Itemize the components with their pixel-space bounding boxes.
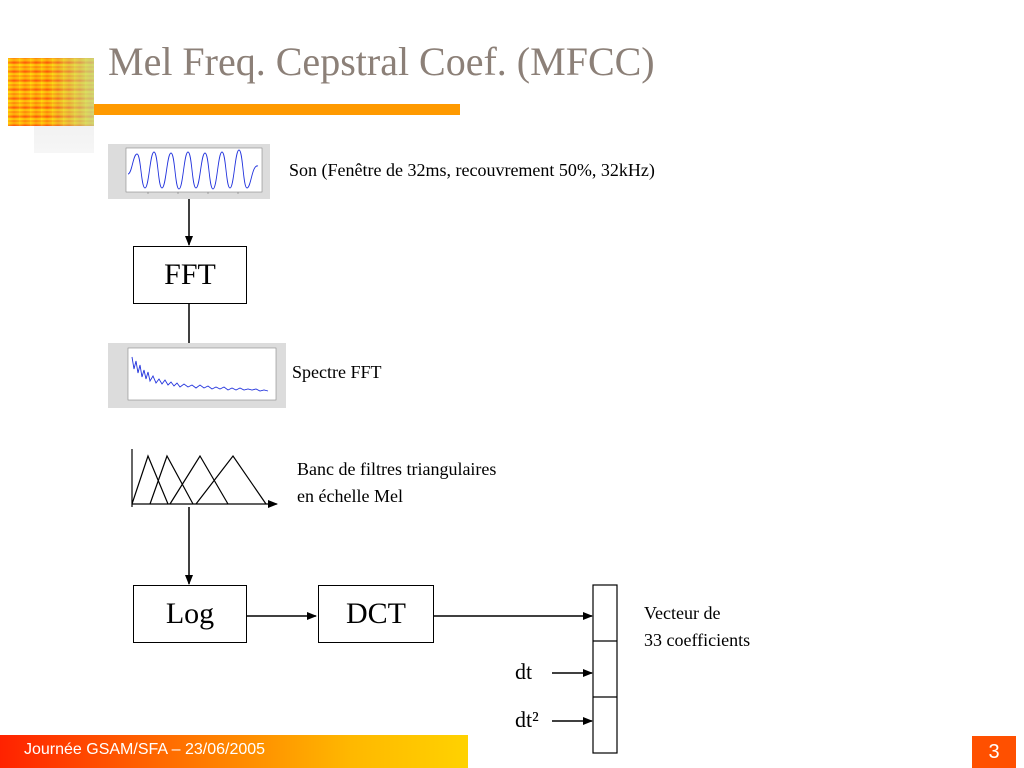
- log-box: Log: [133, 585, 247, 643]
- triangular-filter-bank: [131, 449, 278, 508]
- page-number-text: 3: [988, 740, 1000, 763]
- son-label: Son (Fenêtre de 32ms, recouvrement 50%, …: [289, 160, 655, 180]
- fft-box: FFT: [133, 246, 247, 304]
- fft-box-label: FFT: [164, 258, 216, 291]
- footer-bar: [0, 735, 468, 768]
- vector-label-line2: 33 coefficients: [644, 630, 751, 650]
- coefficient-vector: [592, 584, 618, 754]
- dct-box: DCT: [318, 585, 434, 643]
- footer-text: Journée GSAM/SFA – 23/06/2005: [24, 741, 266, 758]
- log-box-label: Log: [165, 597, 215, 630]
- filter-bank-label-line2: en échelle Mel: [297, 486, 403, 506]
- slide-title: Mel Freq. Cepstral Coef. (MFCC): [108, 39, 655, 84]
- spectre-label: Spectre FFT: [292, 362, 382, 382]
- spectrum-plot: [108, 343, 286, 408]
- spectrum-line: [131, 356, 269, 392]
- filter-bank-label-line1: Banc de filtres triangulaires: [297, 459, 497, 479]
- waveform-line: [127, 149, 259, 190]
- page-number: 3: [972, 736, 1016, 768]
- title-underline-bar: [94, 104, 460, 115]
- dt2-label: dt²: [515, 707, 539, 732]
- waveform-plot: [108, 144, 270, 199]
- dt-label: dt: [515, 659, 533, 684]
- dct-box-label: DCT: [346, 597, 406, 630]
- vector-label-line1: Vecteur de: [644, 603, 721, 623]
- spectrogram-image: [8, 58, 94, 126]
